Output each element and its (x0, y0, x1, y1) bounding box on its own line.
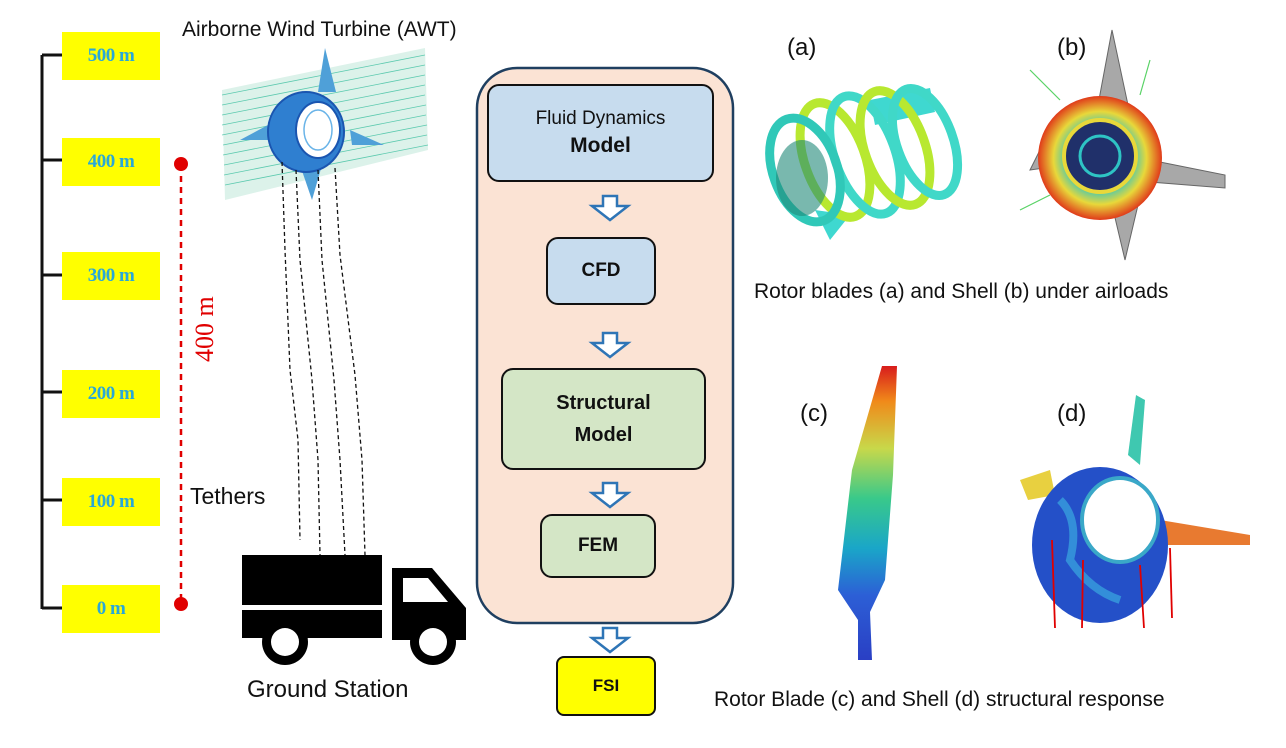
altitude-label-0: 0 m (62, 585, 160, 633)
altitude-label-300: 300 m (62, 252, 160, 300)
altitude-label-400: 400 m (62, 138, 160, 186)
cfd-label: CFD (581, 260, 621, 281)
structural-model-box: Structural Model (501, 368, 706, 470)
caption-bottom: Rotor Blade (c) and Shell (d) structural… (714, 688, 1165, 711)
panel-b-shell-airload-image (1019, 29, 1226, 261)
panel-c-label: (c) (800, 400, 828, 427)
tether-height-indicator (174, 157, 188, 611)
fem-box: FEM (540, 514, 656, 578)
structural-model-line2: Model (574, 424, 633, 446)
tethers-label: Tethers (190, 483, 266, 509)
altitude-label-200: 200 m (62, 370, 160, 418)
panel-d-shell-response-image (1020, 395, 1250, 629)
flow-arrows (588, 194, 632, 654)
fluid-dynamics-model-box: Fluid Dynamics Model (487, 84, 714, 182)
tethers (281, 161, 366, 556)
awt-label: Airborne Wind Turbine (AWT) (182, 18, 457, 41)
panel-d-label: (d) (1057, 400, 1087, 427)
fsi-label: FSI (592, 676, 620, 695)
altitude-label-100: 100 m (62, 478, 160, 526)
panel-a-label: (a) (787, 34, 817, 61)
fem-label: FEM (577, 535, 619, 556)
structural-model-line1: Structural (556, 392, 651, 414)
tether-height-label: 400 m (190, 296, 219, 362)
altitude-label-500: 500 m (62, 32, 160, 80)
awt-turbine-illustration (221, 48, 429, 200)
panel-b-label: (b) (1057, 34, 1087, 61)
ground-station-label: Ground Station (247, 676, 409, 703)
fluid-model-line2: Model (570, 133, 631, 157)
fsi-box: FSI (556, 656, 656, 716)
ground-station-truck (242, 555, 466, 665)
cfd-box: CFD (546, 237, 656, 305)
altitude-axis (40, 53, 62, 610)
fluid-model-line1: Fluid Dynamics (535, 108, 666, 129)
panel-a-rotor-airload-image (765, 84, 963, 240)
caption-top: Rotor blades (a) and Shell (b) under air… (754, 280, 1169, 303)
panel-c-blade-response-image (838, 366, 897, 660)
